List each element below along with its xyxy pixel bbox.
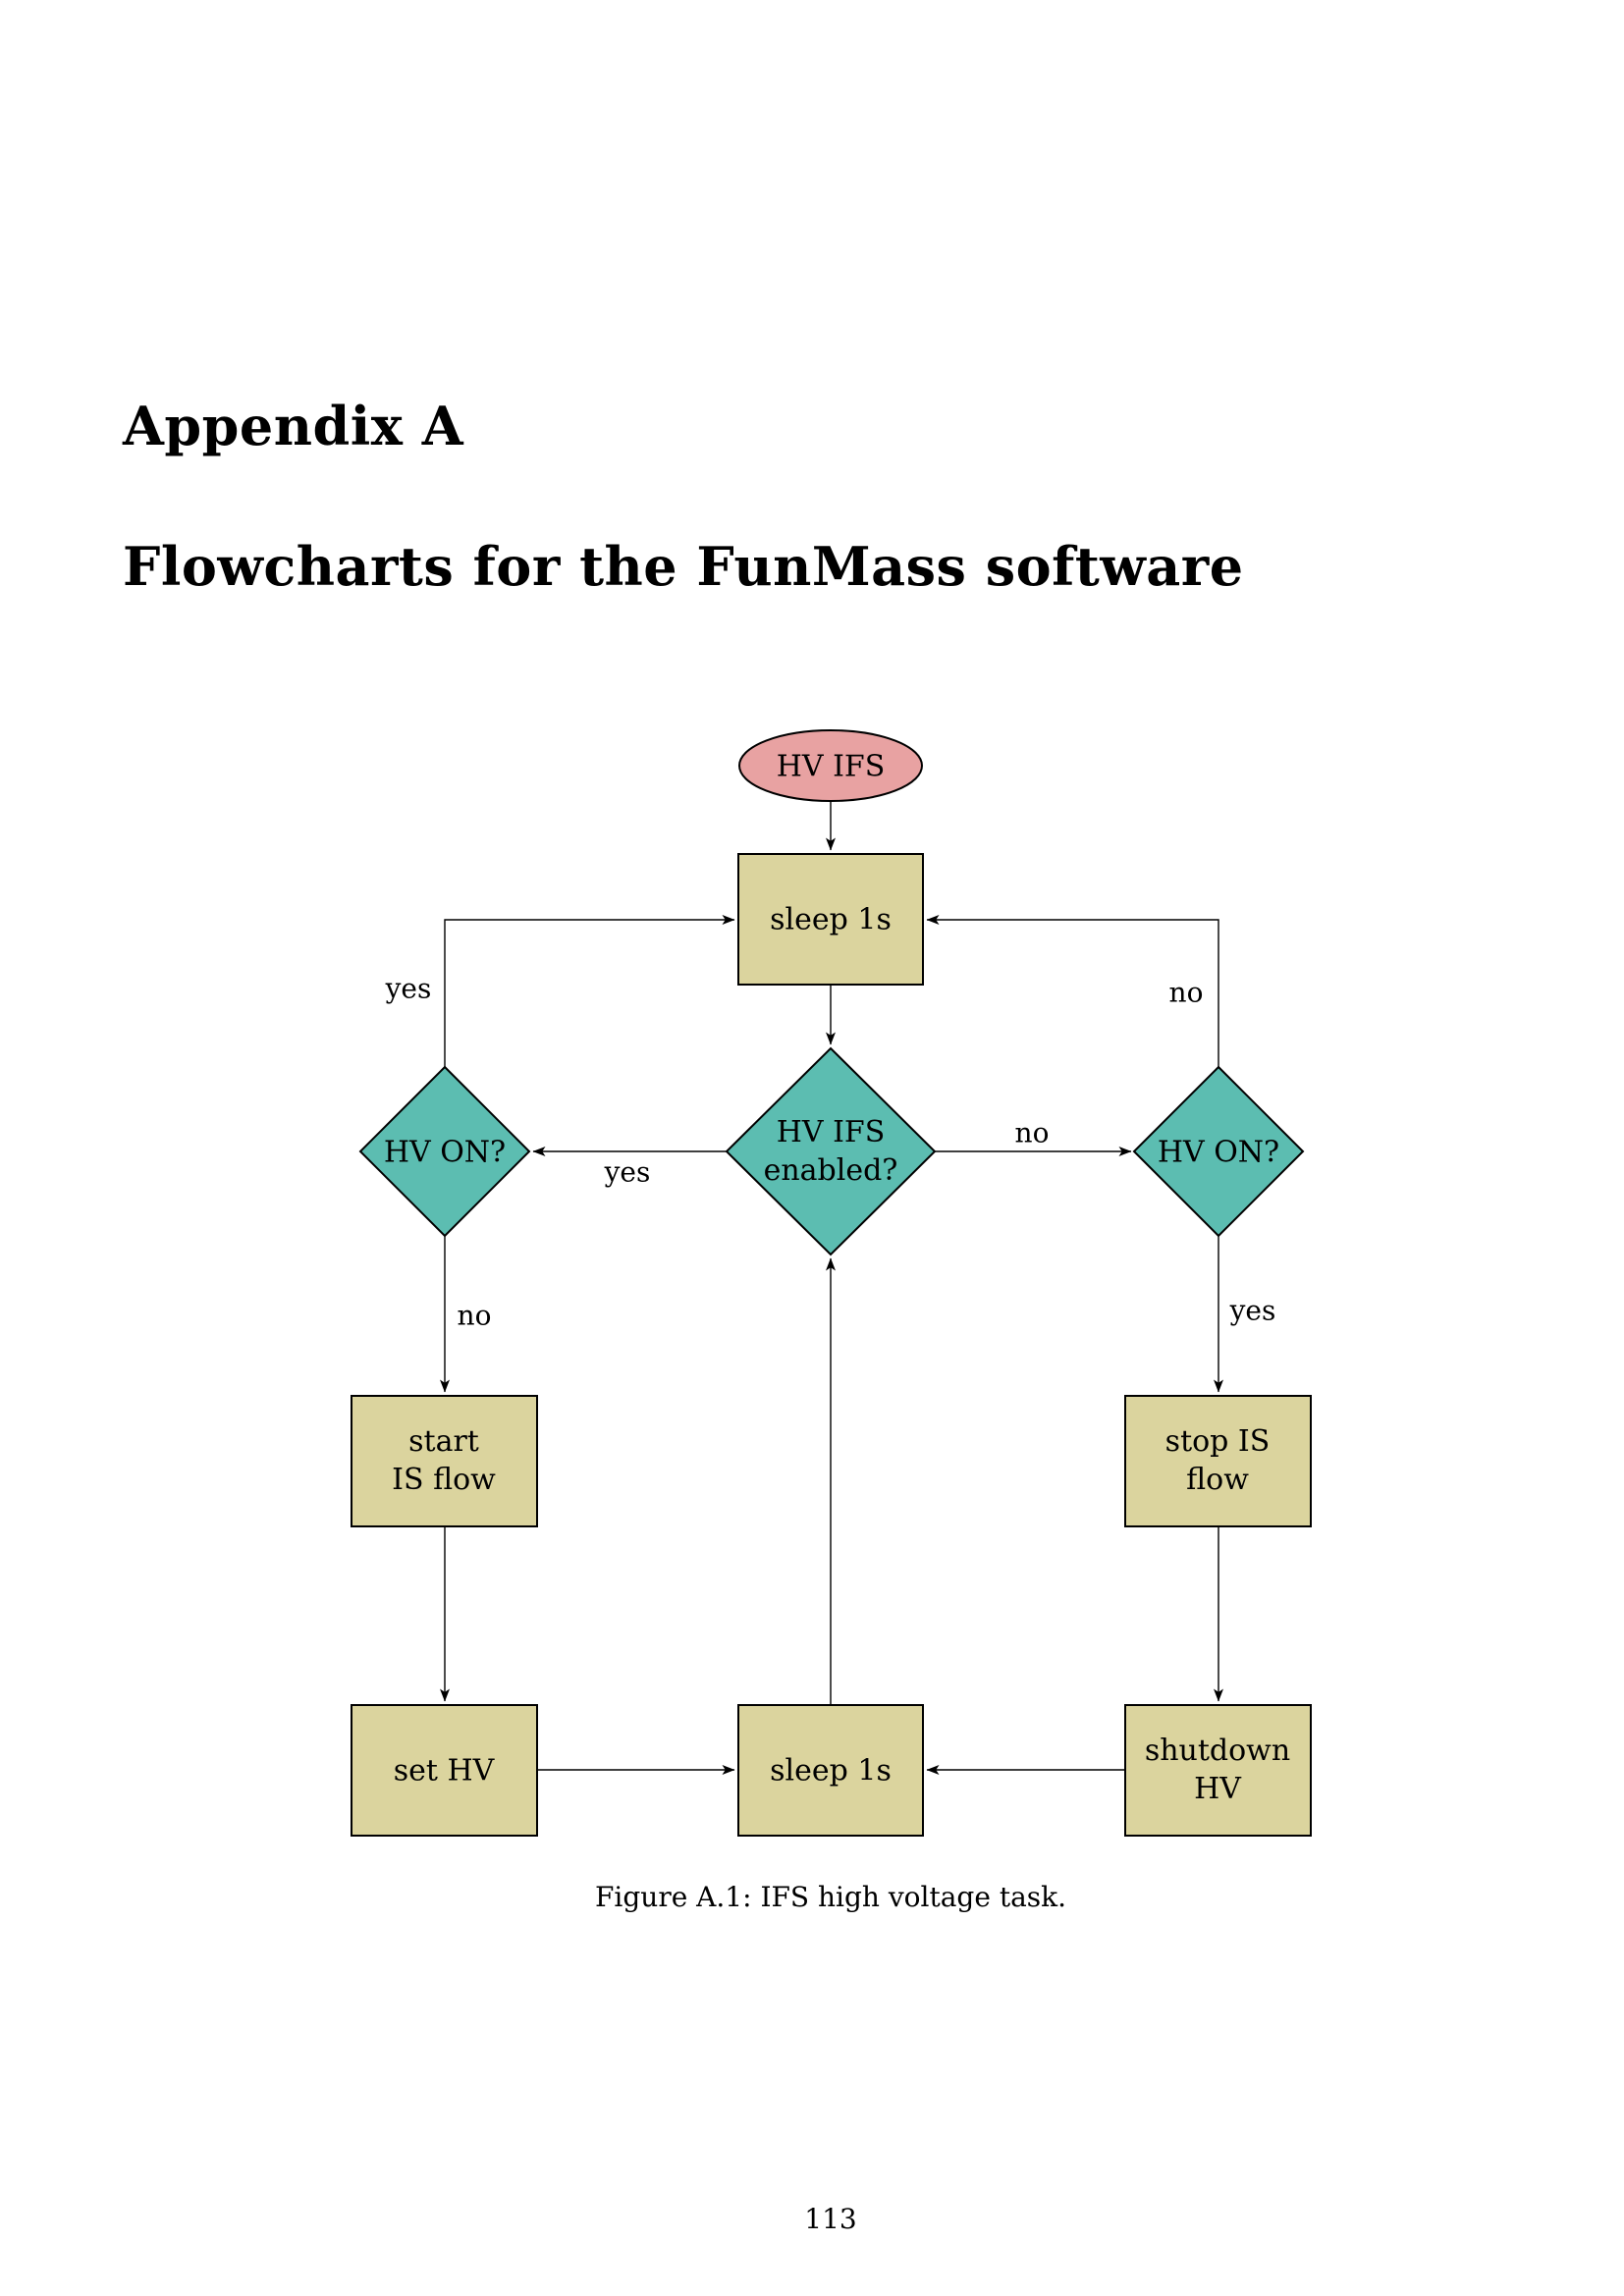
appendix-heading: Appendix A: [123, 395, 464, 457]
appendix-title: Flowcharts for the FunMass software: [123, 535, 1244, 598]
node-label-set-hv: set HV: [393, 1753, 495, 1789]
node-label-hv-ifs-enabled: HV IFS enabled?: [763, 1115, 898, 1188]
terminal-hv-ifs-shape: [738, 729, 923, 802]
node-label-hv-on-right: HV ON?: [1157, 1135, 1280, 1170]
edge-label-no-left-down: no: [457, 1299, 492, 1332]
decision-hv-ifs-enabled-shape: [725, 1046, 937, 1256]
process-sleep-top-shape: [737, 853, 924, 986]
decision-hv-on-right-shape: [1132, 1065, 1305, 1238]
process-start-is-flow-shape: [351, 1395, 538, 1527]
node-label-start-is-flow: start IS flow: [392, 1424, 496, 1497]
node-label-sleep-bottom: sleep 1s: [770, 1753, 892, 1789]
edge-hv-on-right-no-to-sleep: [926, 915, 1219, 1067]
edge-hv-on-left-yes-to-sleep: [444, 915, 735, 1067]
edge-label-yes-left-up: yes: [385, 972, 432, 1005]
edge-label-yes-right-down: yes: [1229, 1294, 1276, 1327]
node-label-hv-ifs: HV IFS: [776, 749, 886, 784]
decision-hv-on-left-shape: [358, 1065, 531, 1238]
node-label-shutdown-hv: shutdown HV: [1144, 1734, 1291, 1806]
node-label-hv-on-left: HV ON?: [383, 1135, 507, 1170]
process-stop-is-flow-shape: [1124, 1395, 1312, 1527]
edge-label-no-right-up: no: [1168, 976, 1204, 1009]
figure-caption: Figure A.1: IFS high voltage task.: [594, 1881, 1067, 1913]
process-shutdown-hv-shape: [1124, 1704, 1312, 1837]
page-number: 113: [804, 2203, 857, 2235]
process-set-hv-shape: [351, 1704, 538, 1837]
node-label-stop-is-flow: stop IS flow: [1164, 1424, 1271, 1497]
node-label-sleep-top: sleep 1s: [770, 902, 892, 937]
edge-label-no-center-right: no: [1014, 1116, 1050, 1149]
process-sleep-bottom-shape: [737, 1704, 924, 1837]
edge-label-yes-center-left: yes: [604, 1155, 651, 1189]
